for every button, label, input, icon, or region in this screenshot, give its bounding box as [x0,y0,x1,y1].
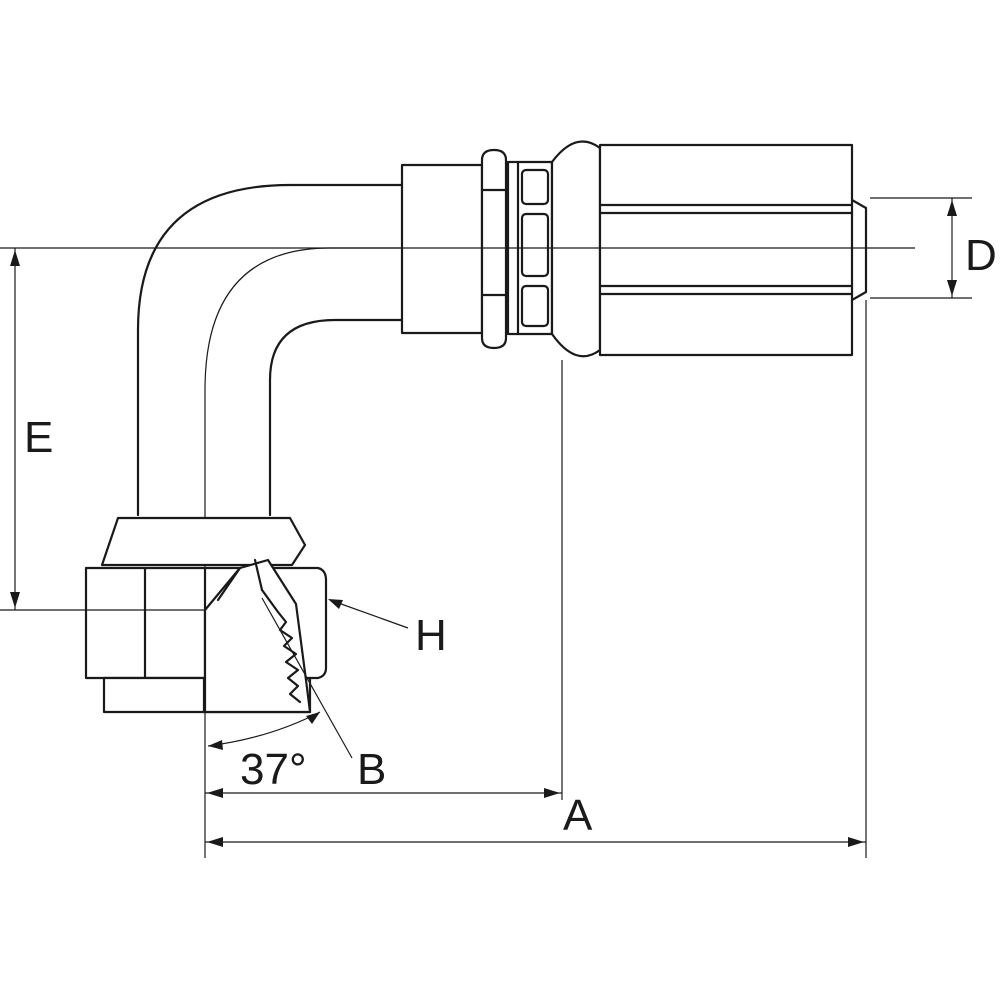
swivel-nut [84,516,328,714]
dimension-a-short [205,788,562,798]
crimp-ring [506,140,602,358]
label-b: B [357,745,386,794]
leader-h [329,599,409,629]
label-e: E [24,413,53,462]
dimension-d [947,198,957,298]
label-angle: 37° [240,745,307,794]
extension-lines [0,197,972,858]
label-h: H [415,611,447,660]
leader-b [261,597,353,759]
leader-h-arrow [328,599,343,609]
hose-socket [598,143,868,357]
dimension-a-long [205,837,866,847]
label-a: A [563,791,593,840]
angle-37-dimension [207,711,321,750]
elbow-tube [136,183,404,712]
jam-nut [480,148,508,350]
dimension-e [10,248,20,610]
label-d: D [965,231,997,280]
tube-collar [400,163,484,335]
